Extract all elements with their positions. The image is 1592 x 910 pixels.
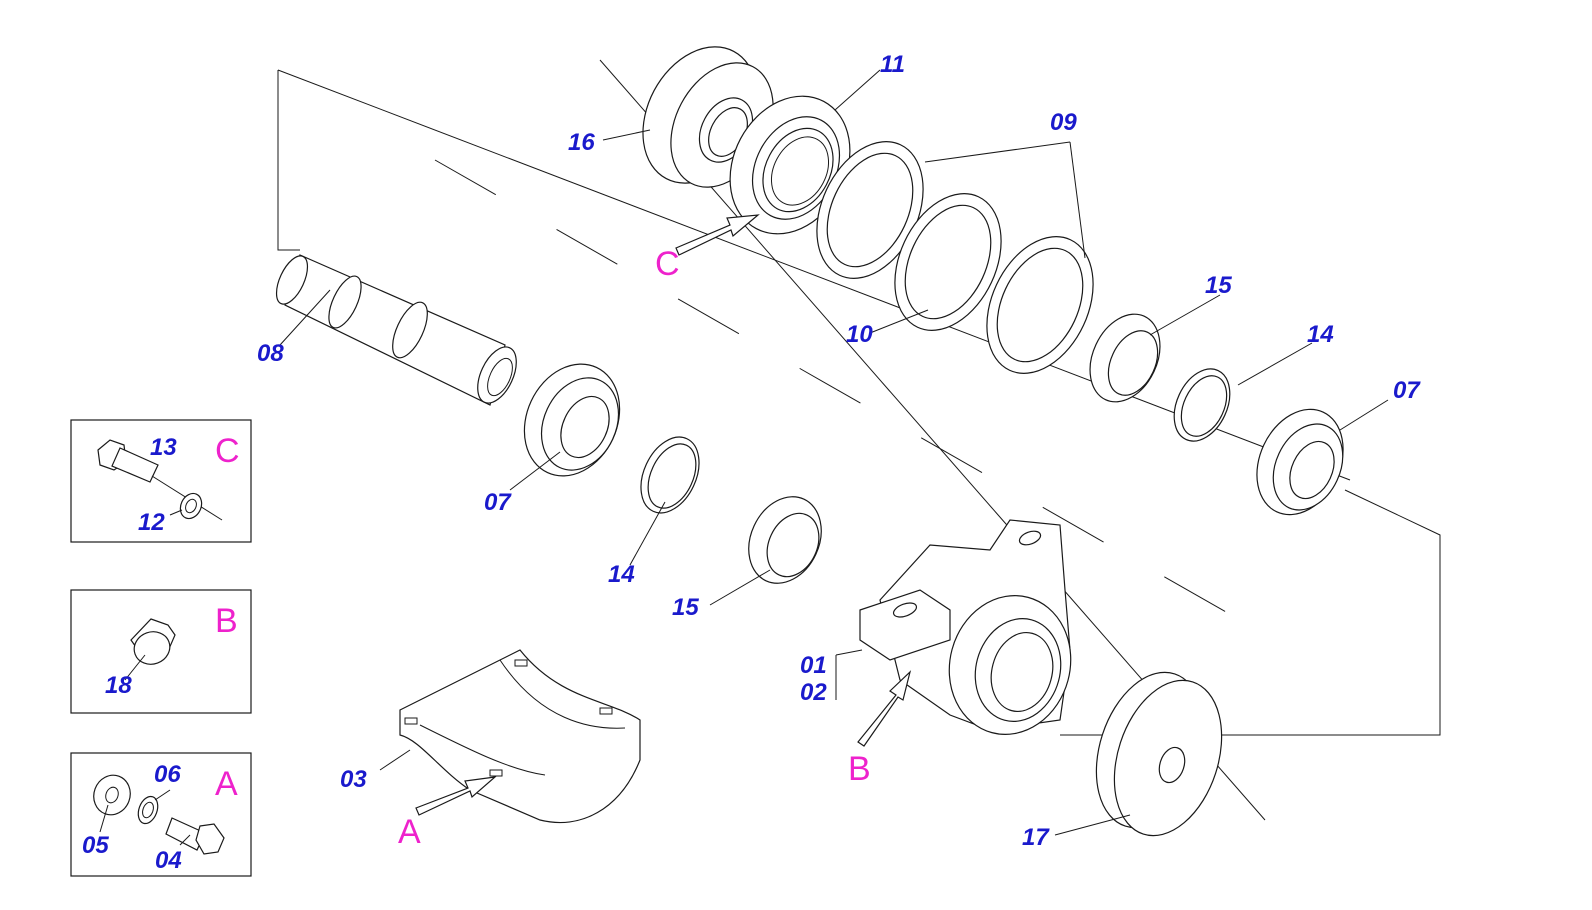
detail-box-A — [70, 752, 252, 877]
detail-arrow-C — [675, 214, 760, 256]
callout-11: 11 — [880, 51, 905, 78]
callout-15-upper: 15 — [1205, 272, 1232, 299]
callout-18: 18 — [105, 672, 132, 699]
part-01-hub-housing — [859, 519, 1072, 735]
callout-02: 02 — [800, 679, 827, 706]
detail-box-letter-C: C — [215, 432, 240, 470]
detail-box-C — [70, 419, 252, 543]
detail-box-B — [70, 589, 252, 714]
detail-arrow-B — [857, 670, 912, 747]
detail-arrow-A — [415, 776, 497, 816]
part-15-seal-upper — [1089, 313, 1161, 403]
callout-07-upper: 07 — [1393, 377, 1421, 404]
part-14-ring-lower — [640, 436, 700, 514]
callout-05: 05 — [82, 832, 109, 859]
part-07-bearing-upper — [1256, 408, 1344, 516]
callout-04: 04 — [155, 847, 182, 874]
callout-03: 03 — [340, 766, 367, 793]
detail-letter-A: A — [398, 813, 421, 851]
shaft-to-hub-line — [277, 69, 1351, 481]
callout-01: 01 — [800, 652, 827, 679]
callout-14-lower: 14 — [608, 561, 635, 588]
shaft-bracket-line — [277, 70, 300, 251]
detail-box-letter-A: A — [215, 765, 238, 803]
callout-12: 12 — [138, 509, 165, 536]
callout-15-lower: 15 — [672, 594, 699, 621]
detail-letter-C: C — [655, 245, 680, 283]
callout-leaders — [99, 69, 1389, 846]
callout-16: 16 — [568, 129, 595, 156]
detail-box-letter-B: B — [215, 602, 238, 640]
centerline-dashed — [434, 159, 1276, 641]
callout-13: 13 — [150, 434, 177, 461]
callout-14-upper: 14 — [1307, 321, 1334, 348]
part-09-gasket-1 — [816, 141, 924, 279]
part-15-seal-lower — [748, 496, 822, 584]
callout-09: 09 — [1050, 109, 1077, 136]
part-08-shaft — [275, 254, 517, 406]
part-03-half-shell — [399, 649, 641, 824]
part-07-bearing-lower — [523, 363, 621, 477]
hub-bracket-line — [1060, 489, 1441, 736]
callout-06: 06 — [154, 761, 181, 788]
callout-10: 10 — [846, 321, 873, 348]
part-10-gasket — [894, 193, 1002, 331]
callout-17: 17 — [1022, 824, 1050, 851]
part-11-seal-carrier — [729, 95, 851, 235]
part-09-gasket-2 — [986, 236, 1094, 374]
callout-08: 08 — [257, 340, 284, 367]
part-14-ring-upper — [1173, 368, 1231, 442]
detail-letter-B: B — [848, 750, 871, 788]
part-17-disc — [1095, 671, 1223, 837]
callout-07-lower: 07 — [484, 489, 512, 516]
